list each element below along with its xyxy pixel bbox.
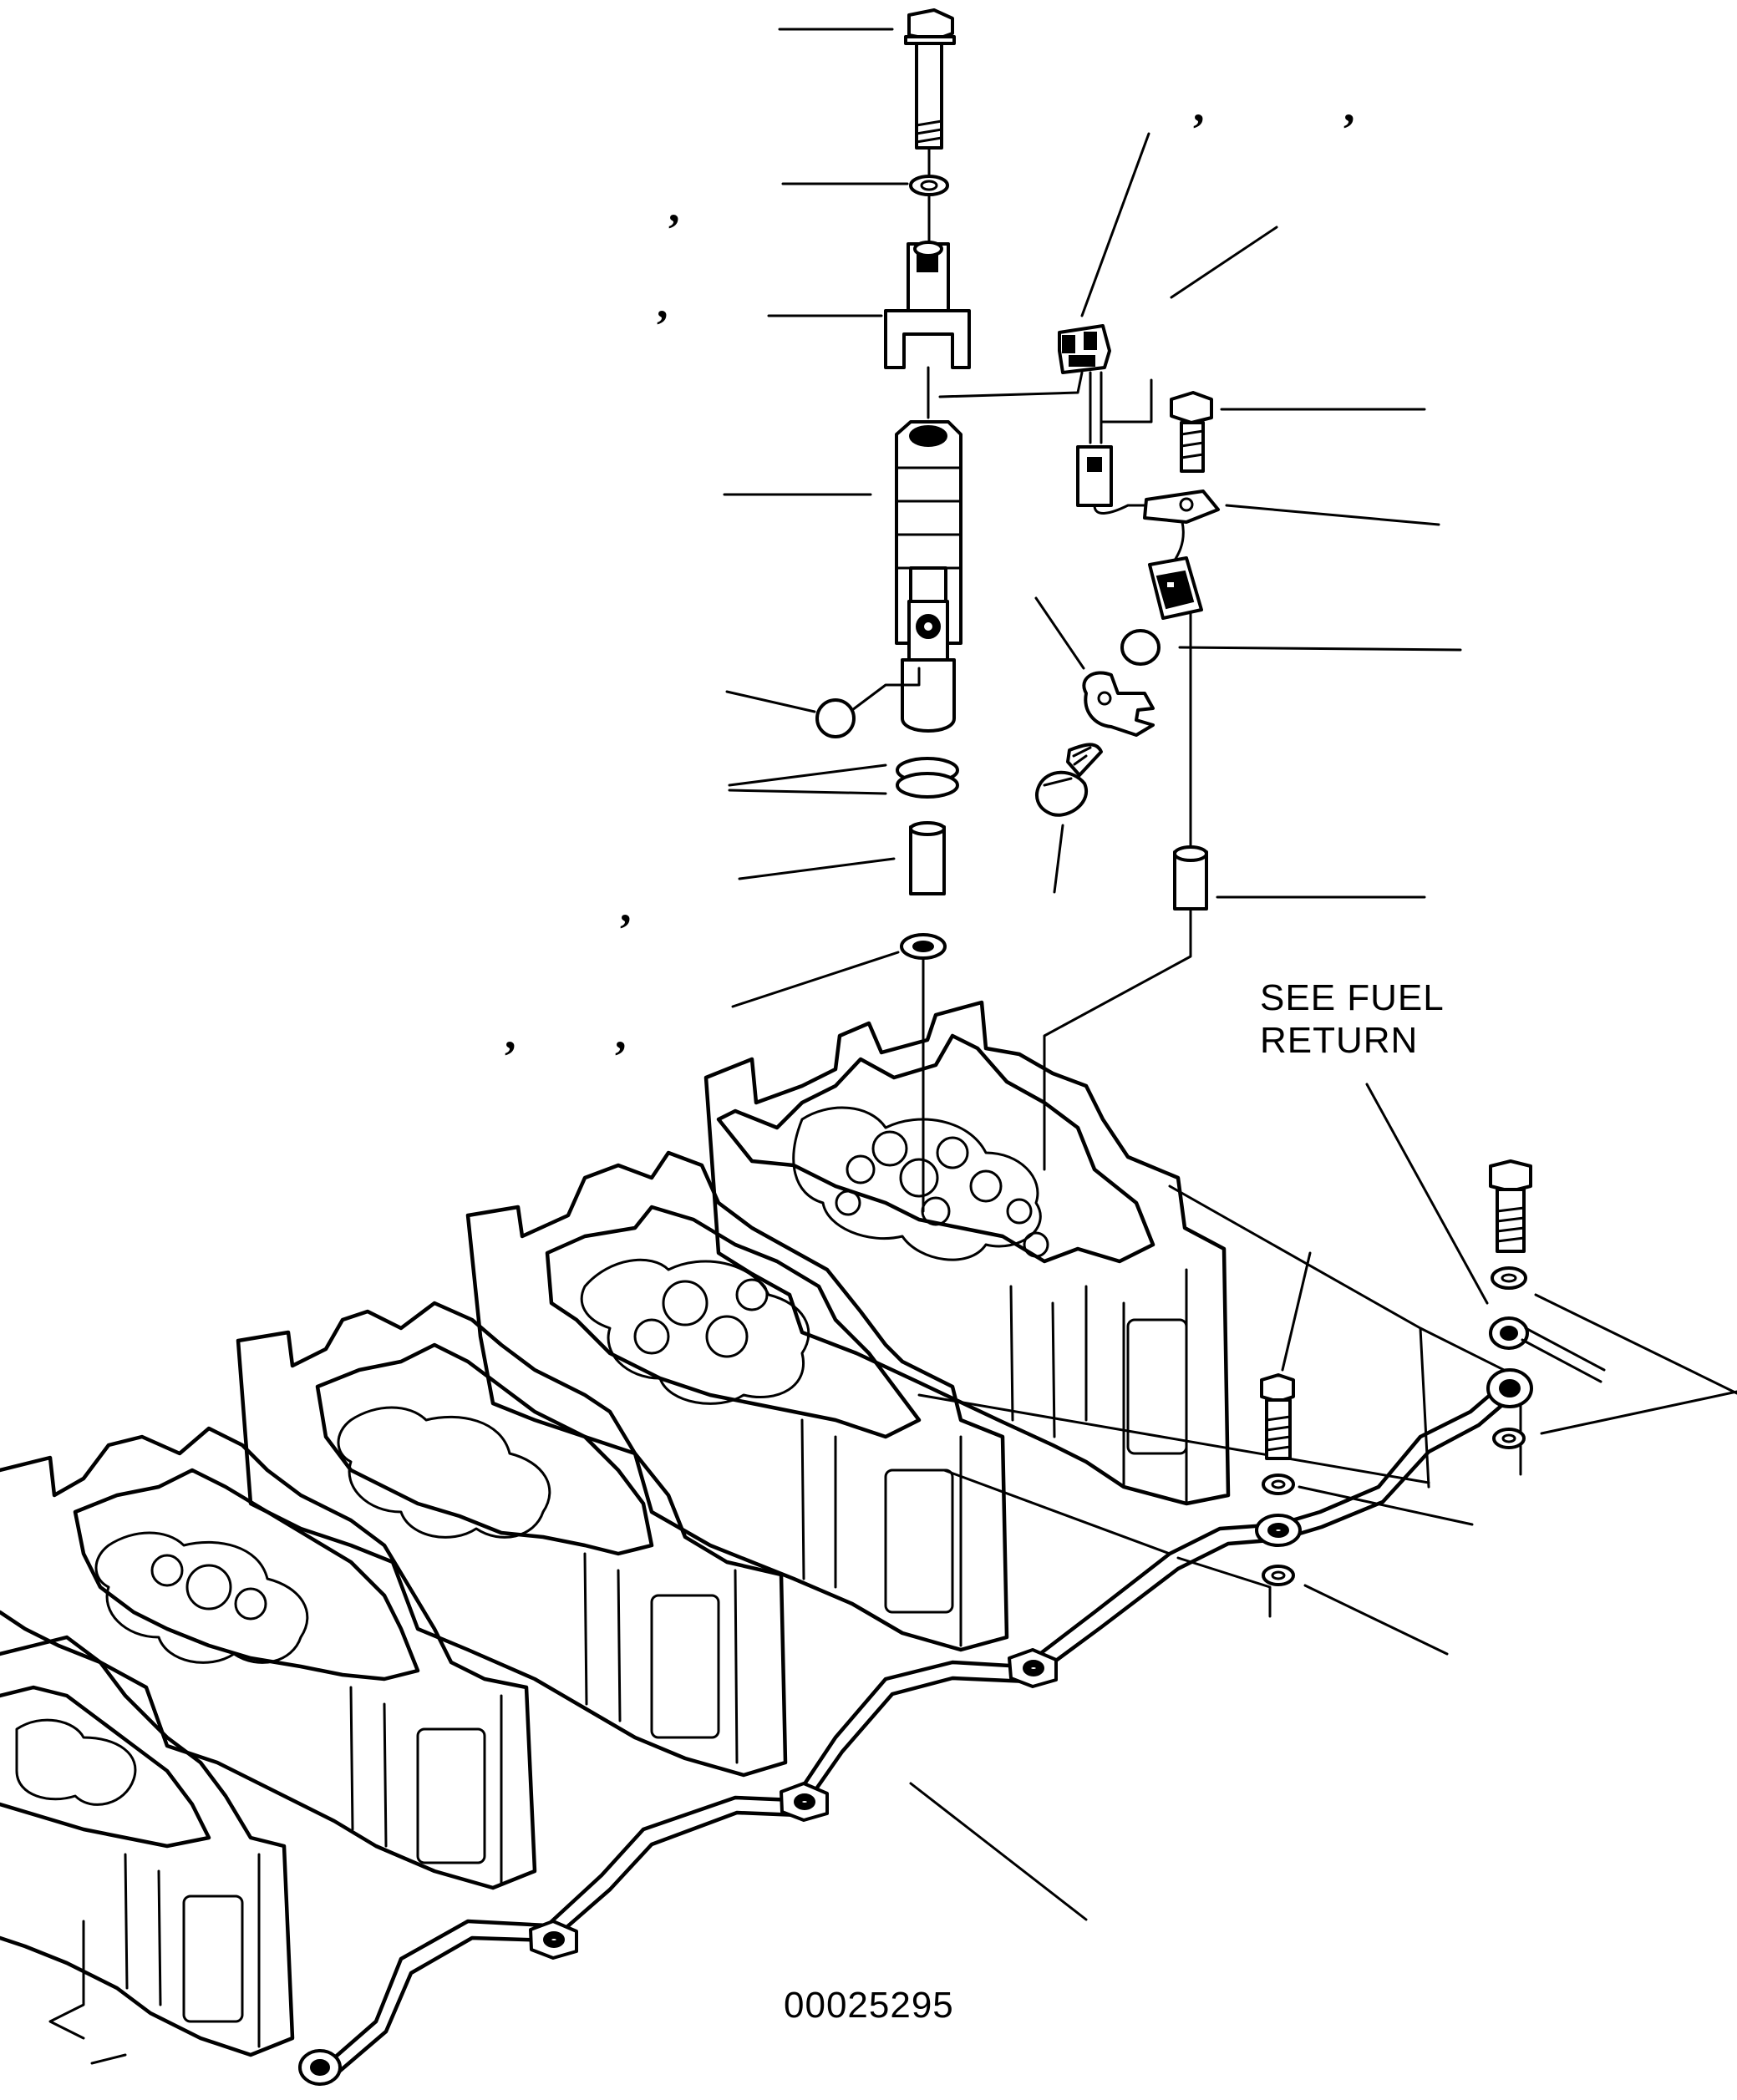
see-fuel-return-line-1: SEE FUEL (1260, 977, 1445, 1018)
separator-comma-4: , (657, 277, 668, 327)
tube-banjo-5 (1255, 1514, 1302, 1547)
cylinder-head-section-5 (0, 1635, 295, 2065)
banjo-bolt-right (1489, 1159, 1606, 1449)
harness-bolt (1170, 391, 1213, 473)
tube-banjo-2 (529, 1920, 578, 1960)
harness-junction (1076, 445, 1153, 515)
tube-end-banjo (1486, 1368, 1533, 1408)
cylinder-head-assembly (0, 1000, 1522, 2065)
tube-banjo-1 (298, 2049, 342, 2086)
tube-banjo-3 (780, 1782, 829, 1822)
tube-banjo-4 (1008, 1648, 1058, 1688)
injector-seal-rings (896, 757, 959, 799)
cylinder-head-section-3 (236, 1301, 788, 1778)
banjo-bolt-middle (1260, 1373, 1295, 1586)
cylinder-head-section-2 (465, 1150, 1009, 1652)
harness-grommet (1043, 845, 1208, 1171)
harness-o-ring (1120, 629, 1161, 666)
injector-clamp (884, 241, 971, 419)
separator-comma-1: , (1193, 81, 1205, 131)
separator-comma-6: , (505, 1008, 516, 1058)
wiring-retainer (1082, 671, 1155, 737)
see-fuel-return-label: SEE FUEL RETURN (1260, 977, 1445, 1062)
clamp-bolt-washer (909, 175, 949, 244)
retainer-screw (1035, 743, 1103, 817)
injector-harness (938, 324, 1220, 1171)
injector-o-ring (815, 698, 856, 738)
figure-number: 00025295 (784, 1985, 954, 2026)
separator-comma-3: , (668, 181, 680, 231)
injector-stack (815, 8, 971, 1213)
head-base-line (917, 1393, 1430, 1618)
leader-lines (723, 28, 1737, 1921)
fuel-injector (851, 420, 962, 733)
harness-connector-bottom (1148, 556, 1203, 620)
cylinder-head-section-1 (703, 1000, 1231, 1506)
injector-gasket (900, 933, 947, 1213)
injector-sleeve (909, 821, 946, 895)
cylinder-head-section-4 (0, 1426, 537, 1890)
separator-comma-7: , (615, 1008, 627, 1058)
separator-comma-5: , (620, 881, 632, 931)
harness-connector-top (1058, 324, 1111, 374)
fuel-return-line (298, 1368, 1533, 2086)
injector-clamp-bolt (904, 8, 956, 177)
separator-comma-2: , (1343, 81, 1355, 131)
see-fuel-return-line-2: RETURN (1260, 1019, 1419, 1061)
harness-clamp-plate (1143, 489, 1220, 524)
